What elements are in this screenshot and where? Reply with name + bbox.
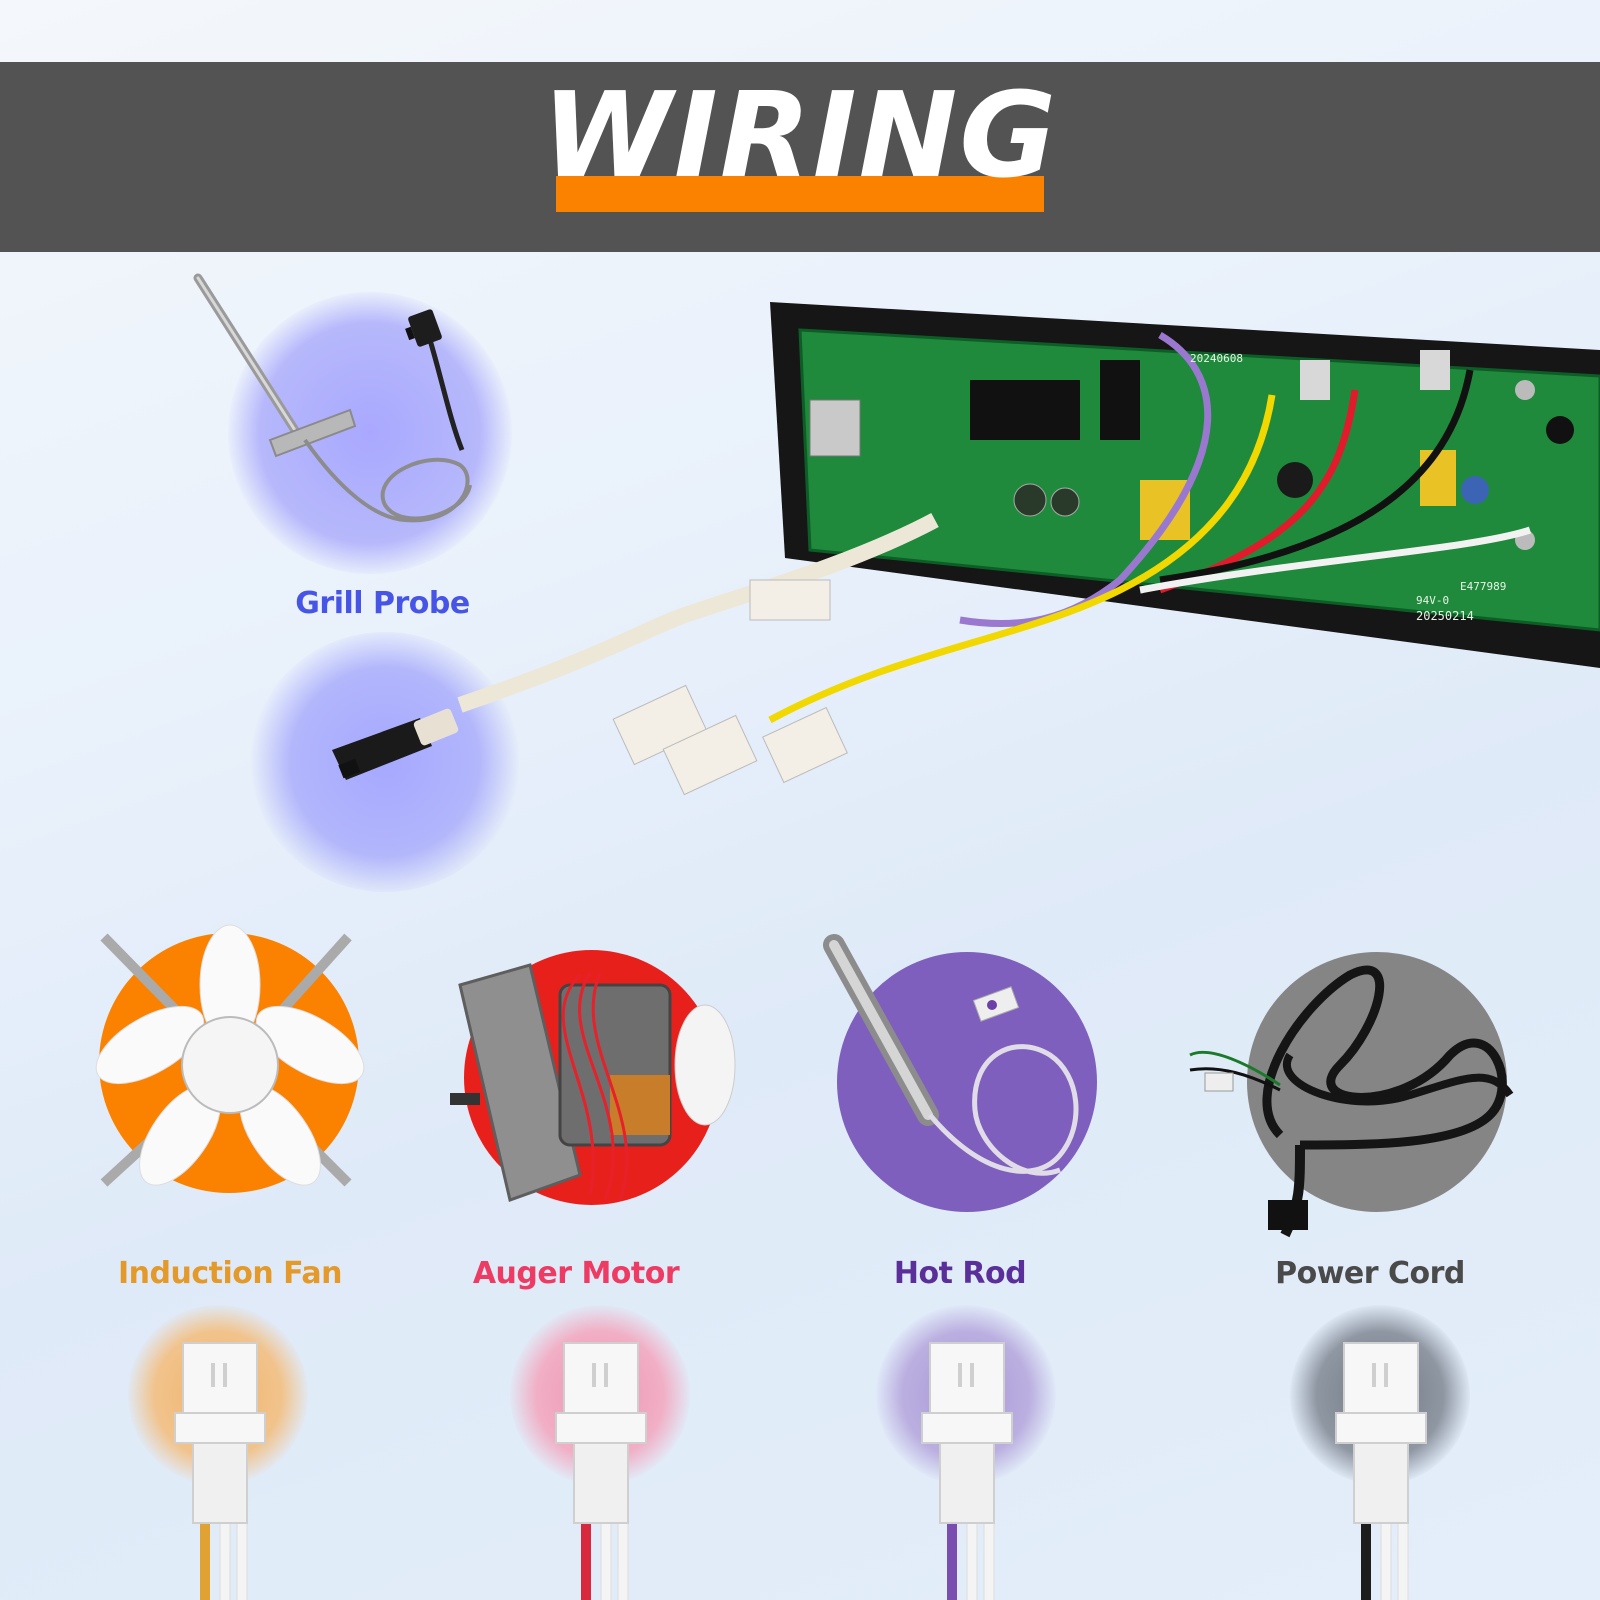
controller-board: 20240608 E477989 94V-0 20250214: [457, 302, 1600, 796]
title-banner: [0, 62, 1600, 252]
power-cord-connector-icon: [1335, 1342, 1427, 1600]
auger-motor-icon: [450, 963, 736, 1202]
board-marking-2: E477989: [1460, 580, 1506, 593]
probe-glow-top: [228, 292, 512, 574]
hot-rod-connector-icon: [921, 1342, 1013, 1600]
auger-motor-connector-icon: [555, 1342, 647, 1600]
board-marking-1: 20240608: [1190, 352, 1243, 365]
power-cord-icon: [1189, 965, 1514, 1238]
board-marking-4: 20250214: [1416, 609, 1474, 623]
grill-probe-label: Grill Probe: [295, 586, 470, 621]
hot-rod-label: Hot Rod: [893, 1256, 1027, 1291]
board-marking-3: 94V-0: [1416, 594, 1449, 607]
induction-fan-connector-icon: [174, 1342, 266, 1600]
title-underline: [556, 176, 1044, 212]
probe-connector-icon: [332, 708, 459, 780]
auger-motor-label: Auger Motor: [472, 1256, 680, 1291]
hot-rod-icon: [823, 934, 1079, 1176]
grill-probe-icon: [193, 273, 472, 523]
page-title: WIRING: [541, 66, 1059, 204]
induction-fan-label: Induction Fan: [117, 1256, 343, 1291]
induction-fan-icon: [95, 924, 365, 1187]
hot-rod-circle: [837, 952, 1097, 1212]
power-cord-label: Power Cord: [1275, 1256, 1465, 1291]
